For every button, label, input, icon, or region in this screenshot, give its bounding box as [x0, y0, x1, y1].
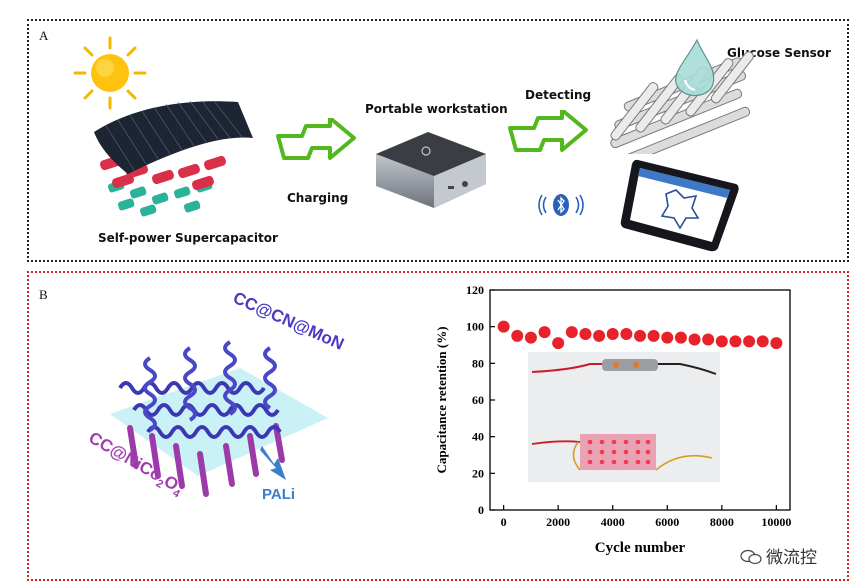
y-tick-label: 0 [478, 503, 484, 517]
pali-label: PALi [262, 486, 296, 503]
woven-electrode-icon [110, 340, 328, 497]
data-point [688, 333, 701, 346]
supercapacitor-caption: Self-power Supercapacitor [98, 231, 278, 245]
data-point [606, 328, 619, 340]
y-tick-label: 40 [472, 430, 484, 444]
y-tick-label: 80 [472, 356, 484, 370]
detecting-caption: Detecting [525, 88, 592, 102]
y-tick-label: 120 [466, 283, 484, 297]
wechat-icon [740, 549, 762, 565]
x-axis-label: Cycle number [595, 540, 686, 556]
data-point [524, 331, 537, 344]
lightning-arrow-icon [508, 110, 588, 152]
panel-b: B [27, 271, 849, 581]
data-point [497, 320, 510, 333]
x-tick-label: 10000 [761, 515, 791, 529]
lightning-arrow-icon [276, 118, 356, 160]
retention-chart: 0 20 40 60 80 100 120 0 2000 4000 6000 8000 10000 Ca… [434, 283, 791, 556]
data-point [756, 335, 769, 348]
panel-a: A [27, 19, 849, 262]
data-point [538, 326, 551, 339]
data-point [729, 335, 742, 348]
power-bank-icon [376, 132, 486, 208]
data-point [552, 337, 565, 350]
panel-b-label: B [39, 287, 48, 302]
droplet-icon [675, 38, 715, 97]
bluetooth-icon [538, 194, 584, 216]
watermark: 微流控 [740, 543, 817, 568]
data-point [715, 335, 728, 348]
y-axis-label: Capacitance retention (%) [434, 326, 449, 473]
data-point [634, 329, 646, 342]
panel-a-label: A [39, 28, 49, 43]
led-photo-inset [528, 352, 720, 482]
x-tick-label: 4000 [601, 515, 625, 529]
data-point [579, 328, 592, 340]
data-point [565, 326, 578, 339]
y-tick-label: 20 [472, 466, 484, 480]
x-tick-label: 0 [501, 515, 507, 529]
x-tick-label: 2000 [546, 515, 570, 529]
data-point [661, 331, 674, 344]
data-point [674, 331, 687, 344]
y-tick-label: 60 [472, 393, 484, 407]
data-point [702, 333, 715, 346]
data-point [743, 335, 756, 348]
sun-icon [73, 36, 147, 110]
fabric-icon [94, 100, 253, 217]
smartphone-icon [620, 159, 739, 252]
x-tick-label: 8000 [710, 515, 734, 529]
data-point [511, 329, 524, 342]
data-point [593, 329, 606, 342]
data-point [770, 337, 783, 350]
y-tick-label: 100 [466, 320, 484, 334]
workstation-caption: Portable workstation [365, 102, 508, 116]
charging-caption: Charging [287, 191, 349, 205]
data-point [620, 328, 633, 340]
data-point [647, 329, 660, 342]
x-tick-label: 6000 [655, 515, 679, 529]
